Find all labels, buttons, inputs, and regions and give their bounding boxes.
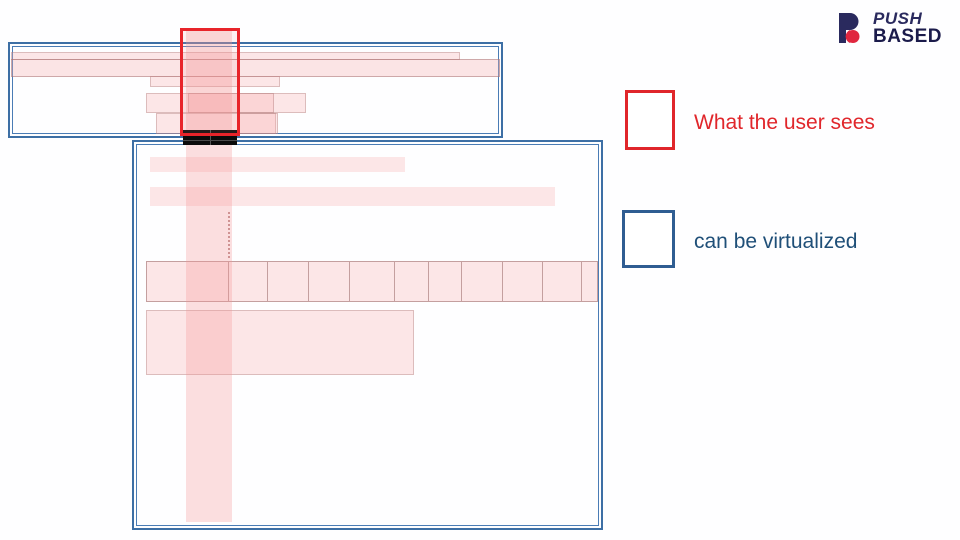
push-based-logo: PUSH BASED: [836, 10, 942, 46]
header-chip-row-d: [238, 113, 278, 134]
content-large-block: [146, 310, 414, 375]
cell-7: [429, 262, 462, 301]
content-bar-long: [150, 187, 555, 206]
logo-word-based: BASED: [872, 26, 942, 47]
header-title-bar: [11, 52, 460, 60]
header-chip-row-a: [146, 93, 306, 113]
cell-9: [503, 262, 544, 301]
logo-word-push: PUSH: [872, 9, 923, 28]
cell-1: [147, 262, 229, 301]
virtualizable-content-panel-inner: [136, 144, 599, 526]
virtualizable-content-panel-outer: [132, 140, 603, 530]
viewport-scroll-strip: [186, 28, 232, 522]
cell-11: [582, 262, 597, 301]
cell-8: [462, 262, 504, 301]
legend-swatch-user-sees: [625, 90, 675, 150]
cell-10: [543, 262, 583, 301]
virtualized-cell-row: [146, 261, 598, 302]
header-subtitle-bar: [150, 76, 280, 87]
cell-5: [350, 262, 395, 301]
scrollbar-rule-bottom: [183, 140, 237, 141]
cell-3: [268, 262, 310, 301]
legend-swatch-virtualized: [622, 210, 675, 268]
user-viewport: [180, 28, 240, 136]
content-bar-short: [150, 157, 405, 172]
push-based-p-mark: [838, 13, 860, 43]
legend-label-virtualized: can be virtualized: [694, 230, 858, 253]
cell-6: [395, 262, 429, 301]
cell-2: [229, 262, 269, 301]
scrollbar-seam: [210, 130, 211, 145]
virtualizable-header-panel-inner: [12, 46, 499, 134]
list-continuation-dots: [228, 212, 230, 258]
logo-wordmark: PUSH BASED: [873, 10, 942, 46]
header-wide-bar: [11, 59, 500, 77]
cell-4: [309, 262, 351, 301]
header-chip-row-b: [188, 93, 274, 113]
legend-label-user-sees: What the user sees: [694, 111, 875, 134]
virtualizable-header-panel-outer: [8, 42, 503, 138]
